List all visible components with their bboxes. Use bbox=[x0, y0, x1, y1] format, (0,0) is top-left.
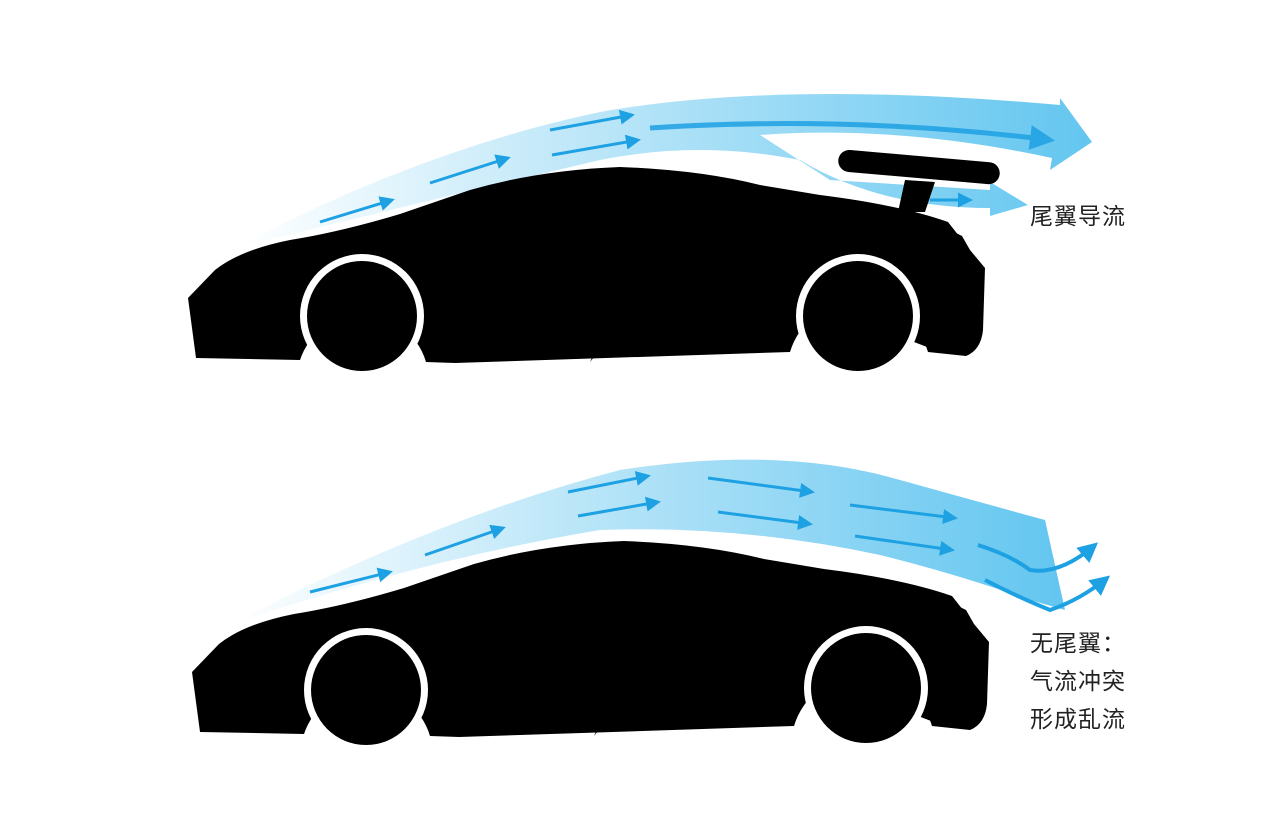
label-spoiler-guide-flow: 尾翼导流 bbox=[1030, 204, 1126, 230]
rear-wheel bbox=[804, 626, 928, 750]
front-wheel bbox=[304, 628, 428, 752]
front-wheel bbox=[300, 254, 424, 378]
label-no-spoiler-line-1: 无尾翼： bbox=[1030, 631, 1126, 657]
airflow-arrows-bottom bbox=[309, 470, 1111, 613]
label-no-spoiler-line-3: 形成乱流 bbox=[1030, 707, 1126, 733]
label-no-spoiler-line-2: 气流冲突 bbox=[1030, 669, 1126, 695]
car-without-spoiler bbox=[192, 541, 989, 752]
airflow-bottom-band bbox=[230, 459, 1065, 625]
airflow-top-band bbox=[235, 94, 1092, 248]
airflow-arrows-top bbox=[319, 109, 973, 224]
rear-wheel bbox=[796, 254, 920, 378]
